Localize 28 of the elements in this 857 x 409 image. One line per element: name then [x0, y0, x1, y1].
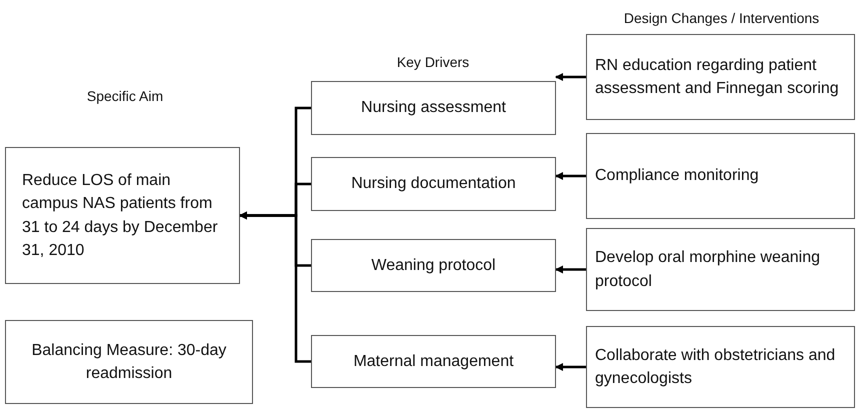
driver-box: [311, 157, 556, 211]
intervention-box: [586, 326, 855, 408]
intervention-box: [586, 228, 855, 311]
arrow: [239, 212, 311, 363]
intervention-box: [586, 34, 855, 120]
node-text: RN education regarding patient assessment and Finnegan scoring: [595, 56, 840, 99]
arrow: [555, 73, 586, 81]
node-text: Balancing Measure: 30-day readmission: [30, 340, 228, 384]
node-text: Nursing assessment: [361, 98, 506, 118]
intervention-box: [586, 133, 855, 219]
arrow: [555, 363, 586, 371]
driver-box: [311, 81, 556, 135]
node-text: Maternal management: [353, 352, 514, 372]
column-heading: Specific Aim: [86, 88, 164, 106]
driver-box: [311, 335, 556, 388]
node-text: Compliance monitoring: [595, 166, 759, 186]
balancing-measure-box: [5, 320, 253, 404]
node-text: Nursing documentation: [351, 174, 516, 194]
node-text: Reduce LOS of main campus NAS patients from 31 to 24 days by December 31, 2010: [22, 171, 219, 261]
node-text: Weaning protocol: [371, 256, 496, 276]
node-text: Collaborate with obstetricians and gynecologists: [595, 346, 836, 389]
node-text: Develop oral morphine weaning protocol: [595, 248, 822, 292]
driver-box: [311, 239, 556, 292]
arrow: [555, 172, 586, 180]
arrow: [555, 266, 586, 274]
column-heading: Key Drivers: [396, 54, 470, 72]
column-heading: Design Changes / Interventions: [622, 10, 820, 28]
aim-box: [5, 147, 240, 284]
